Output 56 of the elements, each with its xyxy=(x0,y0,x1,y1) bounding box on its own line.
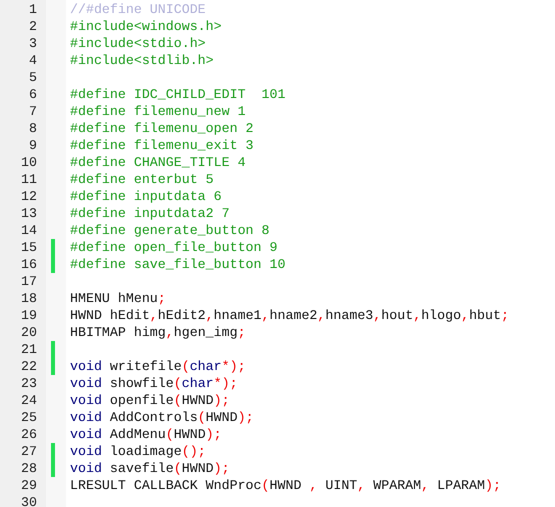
line-number: 27 xyxy=(20,443,37,460)
line-number: 5 xyxy=(28,69,37,86)
line-number: 14 xyxy=(20,222,37,239)
code-line: #define filemenu_exit 3 xyxy=(70,137,254,154)
code-line: HWND hEdit,hEdit2,hname1,hname2,hname3,hout,hlogo,hbut; xyxy=(70,307,509,324)
line-number: 9 xyxy=(28,137,37,154)
code-line: HMENU hMenu; xyxy=(70,290,166,307)
code-line: #define generate_button 8 xyxy=(70,222,270,239)
line-number: 23 xyxy=(20,375,37,392)
line-number: 12 xyxy=(20,188,37,205)
line-number: 8 xyxy=(28,120,37,137)
line-number: 17 xyxy=(20,273,37,290)
code-line: #define filemenu_new 1 xyxy=(70,103,246,120)
code-line: void savefile(HWND); xyxy=(70,460,230,477)
line-number: 21 xyxy=(20,341,37,358)
line-number: 15 xyxy=(20,239,37,256)
code-line: void AddControls(HWND); xyxy=(70,409,254,426)
line-number: 29 xyxy=(20,477,37,494)
code-line: #define enterbut 5 xyxy=(70,171,214,188)
line-number: 13 xyxy=(20,205,37,222)
line-number: 10 xyxy=(20,154,37,171)
line-number: 25 xyxy=(20,409,37,426)
line-number: 19 xyxy=(20,307,37,324)
line-number: 16 xyxy=(20,256,37,273)
code-line: HBITMAP himg,hgen_img; xyxy=(70,324,246,341)
line-number: 4 xyxy=(28,52,37,69)
code-line: #define filemenu_open 2 xyxy=(70,120,254,137)
line-number: 1 xyxy=(28,1,37,18)
line-number: 7 xyxy=(28,103,37,120)
code-line: //#define UNICODE xyxy=(70,1,206,18)
code-line: #define open_file_button 9 xyxy=(70,239,278,256)
code-line: #include<windows.h> xyxy=(70,18,222,35)
code-line: void showfile(char*); xyxy=(70,375,238,392)
code-line: LRESULT CALLBACK WndProc(HWND , UINT, WPARAM, LPARAM); xyxy=(70,477,501,494)
line-number: 2 xyxy=(28,18,37,35)
line-number: 20 xyxy=(20,324,37,341)
code-line: #define inputdata2 7 xyxy=(70,205,230,222)
code-line: void writefile(char*); xyxy=(70,358,246,375)
code-line: #include<stdlib.h> xyxy=(70,52,214,69)
code-line: #define inputdata 6 xyxy=(70,188,222,205)
line-number: 24 xyxy=(20,392,37,409)
line-number: 26 xyxy=(20,426,37,443)
line-number: 6 xyxy=(28,86,37,103)
code-line: #define CHANGE_TITLE 4 xyxy=(70,154,246,171)
code-line: void openfile(HWND); xyxy=(70,392,230,409)
line-number: 3 xyxy=(28,35,37,52)
code-line: void loadimage(); xyxy=(70,443,206,460)
line-number: 30 xyxy=(20,494,37,507)
line-number: 22 xyxy=(20,358,37,375)
code-line: #include<stdio.h> xyxy=(70,35,206,52)
code-line: #define IDC_CHILD_EDIT 101 xyxy=(70,86,286,103)
line-number: 18 xyxy=(20,290,37,307)
code-line: void AddMenu(HWND); xyxy=(70,426,222,443)
code-line: #define save_file_button 10 xyxy=(70,256,286,273)
line-number: 28 xyxy=(20,460,37,477)
line-number: 11 xyxy=(20,171,37,188)
